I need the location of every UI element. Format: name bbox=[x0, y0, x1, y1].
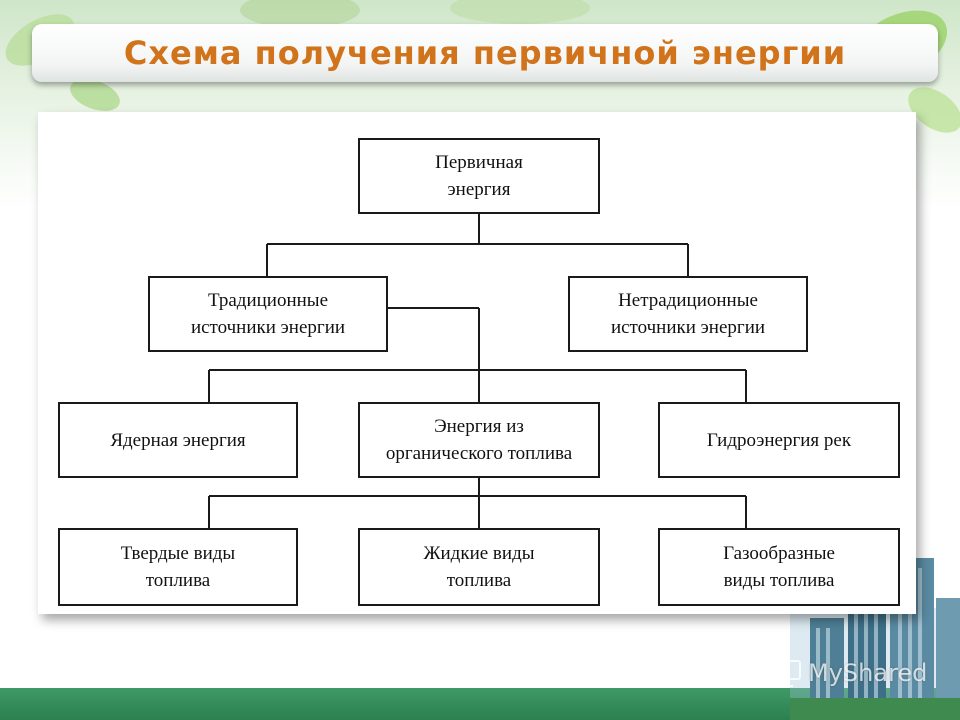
page-title: Схема получения первичной энергии bbox=[123, 34, 847, 72]
node-gaseous-fuel: Газообразные виды топлива bbox=[658, 528, 900, 606]
node-hydro-energy-label: Гидроэнергия рек bbox=[706, 429, 852, 451]
node-organic-fuel-energy: Энергия из органического топлива bbox=[358, 402, 600, 478]
node-liquid-fuel-label: Жидкие виды топлива bbox=[423, 543, 535, 591]
node-nontraditional-sources-label: Нетрадиционные источники энергии bbox=[610, 290, 766, 338]
title-banner: Схема получения первичной энергии bbox=[32, 24, 938, 82]
node-nuclear-energy: Ядерная энергия bbox=[58, 402, 298, 478]
watermark-text: MyShared bbox=[808, 659, 928, 687]
node-gaseous-fuel-label: Газообразные виды топлива bbox=[723, 543, 835, 591]
presentation-icon bbox=[771, 660, 801, 687]
node-nontraditional-sources: Нетрадиционные источники энергии bbox=[568, 276, 808, 352]
node-hydro-energy: Гидроэнергия рек bbox=[658, 402, 900, 478]
node-primary-energy-label: Первичная энергия bbox=[435, 152, 523, 200]
connector-lines bbox=[208, 213, 747, 528]
node-organic-fuel-energy-label: Энергия из органического топлива bbox=[385, 416, 573, 464]
node-primary-energy: Первичная энергия bbox=[358, 138, 600, 214]
node-liquid-fuel: Жидкие виды топлива bbox=[358, 528, 600, 606]
node-traditional-sources-label: Традиционные источники энергии bbox=[190, 290, 346, 338]
watermark: MyShared bbox=[770, 655, 927, 691]
node-solid-fuel-label: Твердые виды топлива bbox=[120, 543, 236, 591]
diagram-panel: Первичная энергия Традиционные источники… bbox=[38, 112, 916, 614]
node-solid-fuel: Твердые виды топлива bbox=[58, 528, 298, 606]
node-nuclear-energy-label: Ядерная энергия bbox=[110, 429, 246, 451]
node-traditional-sources: Традиционные источники энергии bbox=[148, 276, 388, 352]
